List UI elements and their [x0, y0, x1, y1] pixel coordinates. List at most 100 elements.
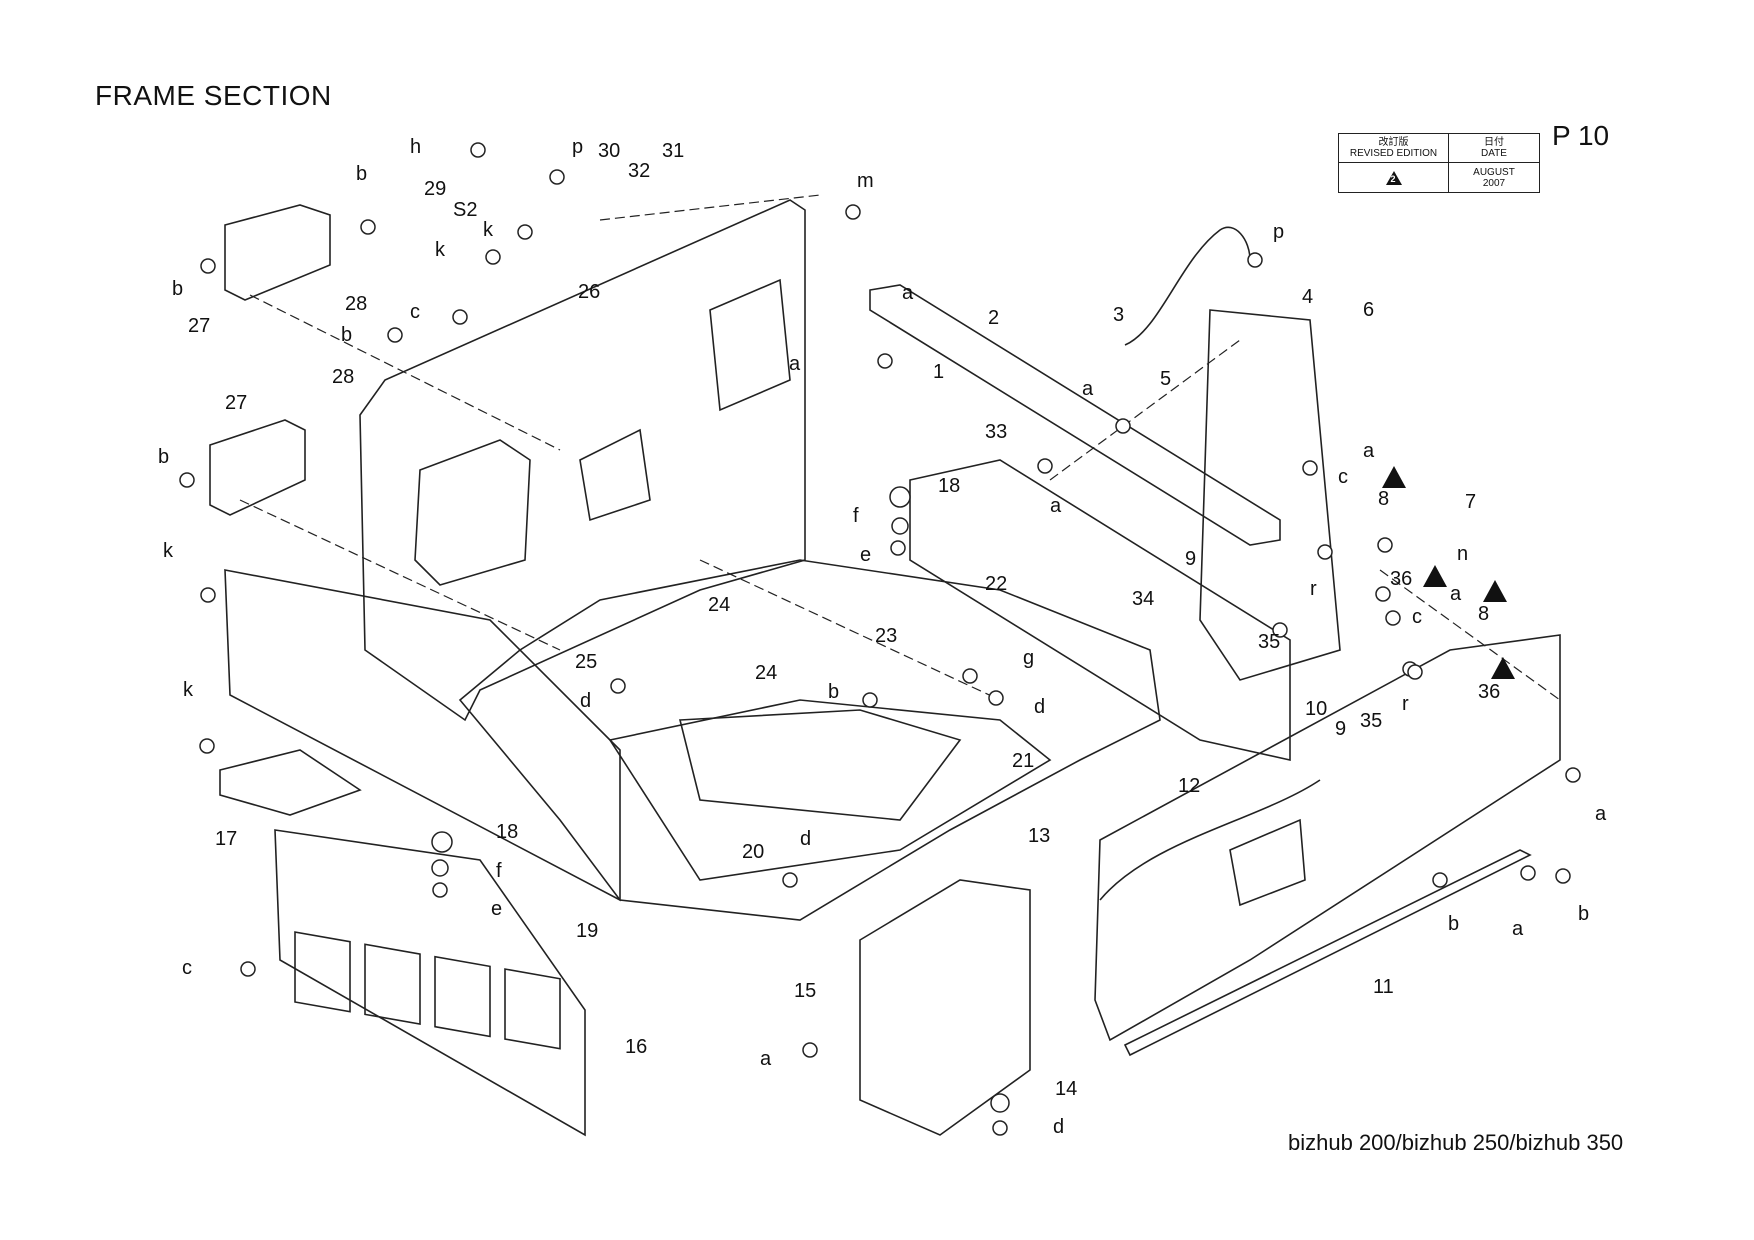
screw-b-mid: [387, 327, 403, 343]
screw-f-top: [890, 540, 906, 556]
screw-18-low: [431, 831, 453, 853]
callout-g-top: f: [853, 505, 859, 527]
screw-b-right: [1432, 872, 1448, 888]
callout-c-right: c: [1412, 606, 1422, 628]
revision-mark-cell: 2: [1339, 163, 1449, 192]
callout-a-upper: a: [902, 282, 914, 304]
callout-31: 31: [662, 140, 684, 162]
screw-b-far: [1555, 868, 1571, 884]
callout-20: 20: [742, 841, 764, 863]
callout-b-top: b: [356, 163, 367, 185]
callout-k-left: k: [163, 540, 174, 562]
callout-7: 7: [1465, 491, 1476, 513]
screw-k-left: [200, 587, 216, 603]
callout-8-low: 8: [1478, 603, 1489, 625]
callout-1: 1: [933, 361, 944, 383]
callout-36-top: 36: [1390, 568, 1412, 590]
bracket-17: [219, 749, 362, 816]
callout-d: d: [1053, 1116, 1064, 1138]
screw-e-3: [782, 872, 798, 888]
callout-c-low: c: [182, 957, 192, 979]
callout-k-top: k: [483, 219, 494, 241]
callout-b-base: b: [828, 681, 839, 703]
callout-19: 19: [576, 920, 598, 942]
callout-2: 2: [988, 307, 999, 329]
callout-g-low: f: [496, 860, 502, 882]
callout-a-5: a: [1082, 378, 1094, 400]
cover-panel-window-4: [504, 968, 561, 1050]
callout-28-top: 28: [345, 293, 367, 315]
callout-3: 3: [1113, 304, 1124, 326]
callout-k-mid: k: [435, 239, 446, 261]
screw-b-1: [200, 258, 216, 274]
screw-c-right: [1385, 610, 1401, 626]
revision-table: 改訂版 REVISED EDITION 日付 DATE 2 AUGUST 200…: [1338, 133, 1540, 193]
stay-2: [869, 284, 1281, 546]
screw-k-mid: [485, 249, 501, 265]
callout-6: 6: [1363, 299, 1374, 321]
callout-b-mid: b: [341, 324, 352, 346]
duct-34: [909, 459, 1291, 761]
duct-20: [678, 709, 962, 821]
cover-panel-window-3: [434, 955, 491, 1038]
revision-date-cell: AUGUST 2007: [1473, 166, 1515, 189]
revision-mark-icon-4: [1491, 657, 1515, 679]
callout-r-low: r: [1402, 693, 1409, 715]
screw-a-33: [1037, 458, 1053, 474]
revision-mark-icon-3: [1483, 580, 1507, 602]
stay-11: [1123, 849, 1532, 1057]
left-frame-opening: [579, 428, 651, 522]
callout-10: 10: [1305, 698, 1327, 720]
callout-e-left: d: [580, 690, 591, 712]
callout-25: 25: [575, 651, 597, 673]
callout-9-low: 9: [1335, 718, 1346, 740]
screw-14: [990, 1093, 1010, 1113]
rear-frame-plate: [1094, 634, 1561, 1042]
callout-r-top: r: [1310, 578, 1317, 600]
callout-12: 12: [1178, 775, 1200, 797]
revision-mark-icon-1: [1382, 466, 1406, 488]
screw-q: [470, 142, 486, 158]
callout-29: 29: [424, 178, 446, 200]
callout-b-low: b: [158, 446, 169, 468]
screw-a-right: [1375, 586, 1391, 602]
screw-g-top: [891, 517, 909, 535]
base-frame: [458, 559, 1161, 921]
revision-mark-icon-2: [1423, 565, 1447, 587]
callout-a-rear: a: [1512, 918, 1524, 940]
callout-32: 32: [628, 160, 650, 182]
cable-3: [1124, 226, 1251, 346]
screw-b-left: [179, 472, 195, 488]
left-frame-plate: [359, 199, 806, 722]
callout-30: 30: [598, 140, 620, 162]
callout-18-top: 18: [938, 475, 960, 497]
callout-a-15: a: [760, 1048, 772, 1070]
callout-m: m: [857, 170, 874, 192]
screw-a-15: [802, 1042, 818, 1058]
bracket-27-lower: [209, 419, 306, 516]
callout-a-mid: a: [789, 353, 801, 375]
callout-36-low: 36: [1478, 681, 1500, 703]
screw-d: [992, 1120, 1008, 1136]
callout-c-top: c: [410, 301, 420, 323]
callout-17: 17: [215, 828, 237, 850]
rear-frame-cutout: [1229, 818, 1306, 907]
screw-c-low: [240, 961, 256, 977]
callout-18-low: 18: [496, 821, 518, 843]
callout-35-left: 35: [1258, 631, 1280, 653]
callout-23: 23: [875, 625, 897, 647]
callout-e-low: d: [800, 828, 811, 850]
callout-q: h: [410, 136, 421, 158]
screw-18-top: [889, 486, 911, 508]
callout-8-top: 8: [1378, 488, 1389, 510]
callout-a-33: a: [1050, 495, 1062, 517]
callout-27-top: 27: [188, 315, 210, 337]
screw-a-lowright: [1520, 865, 1536, 881]
callout-27-low: 27: [225, 392, 247, 414]
screw-n: [1377, 537, 1393, 553]
callout-28-mid: 28: [332, 366, 354, 388]
callout-p-right: p: [1273, 221, 1284, 243]
callout-21: 21: [1012, 750, 1034, 772]
callout-a-far: a: [1595, 803, 1607, 825]
